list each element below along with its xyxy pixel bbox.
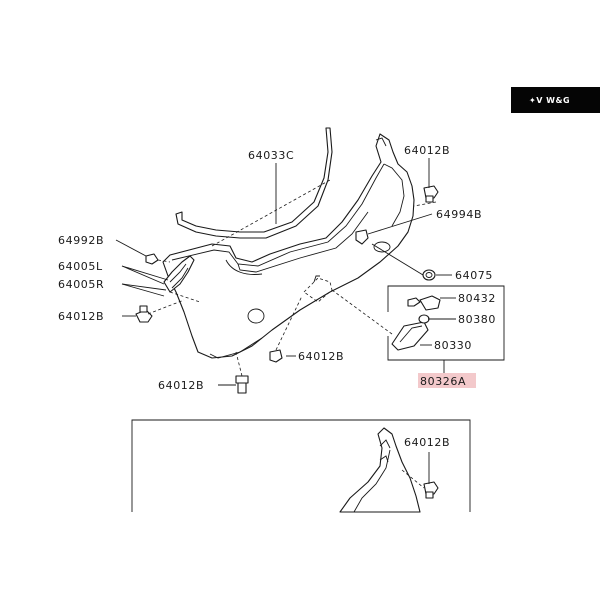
clip-64994b [355,229,369,245]
label-64012b-left: 64012B [58,310,104,323]
grommet-64075 [422,269,436,281]
label-64005l: 64005L [58,260,103,273]
label-80380: 80380 [458,313,496,326]
bumper-drawing [162,133,415,359]
watermark-logo: ✦V W&G [529,95,571,105]
weatherstrip-drawing [175,127,333,239]
reflector-bracket-drawing [163,255,195,293]
label-64012b-inset: 64012B [404,436,450,449]
label-64012b-center: 64012B [298,350,344,363]
label-80330: 80330 [434,339,472,352]
label-64994b: 64994B [436,208,482,221]
label-64075: 64075 [455,269,493,282]
leader-lines [115,158,456,489]
label-80326a: 80326A [420,375,466,388]
watermark-badge: ✦V W&G [511,87,600,113]
label-64992b: 64992B [58,234,104,247]
highlight-80326a [418,373,476,388]
bolt-64992b [145,253,159,265]
label-64012b-top: 64012B [404,144,450,157]
bolt-64012b-top [423,185,439,203]
detail-inset [131,419,471,513]
bolt-64012b-bottom [235,375,249,394]
label-80432: 80432 [458,292,496,305]
label-64005r: 64005R [58,278,104,291]
label-64033c: 64033C [248,149,294,162]
clip-64012b-center [269,349,283,363]
label-64012b-bottom: 64012B [158,379,204,392]
bolt-64012b-left [135,305,153,323]
license-recess-tab [313,275,320,283]
reflector-assembly [387,285,505,361]
part-labels: 64033C 64012B 64994B 64992B 64005L 64005… [58,144,496,449]
license-recess [303,277,333,303]
